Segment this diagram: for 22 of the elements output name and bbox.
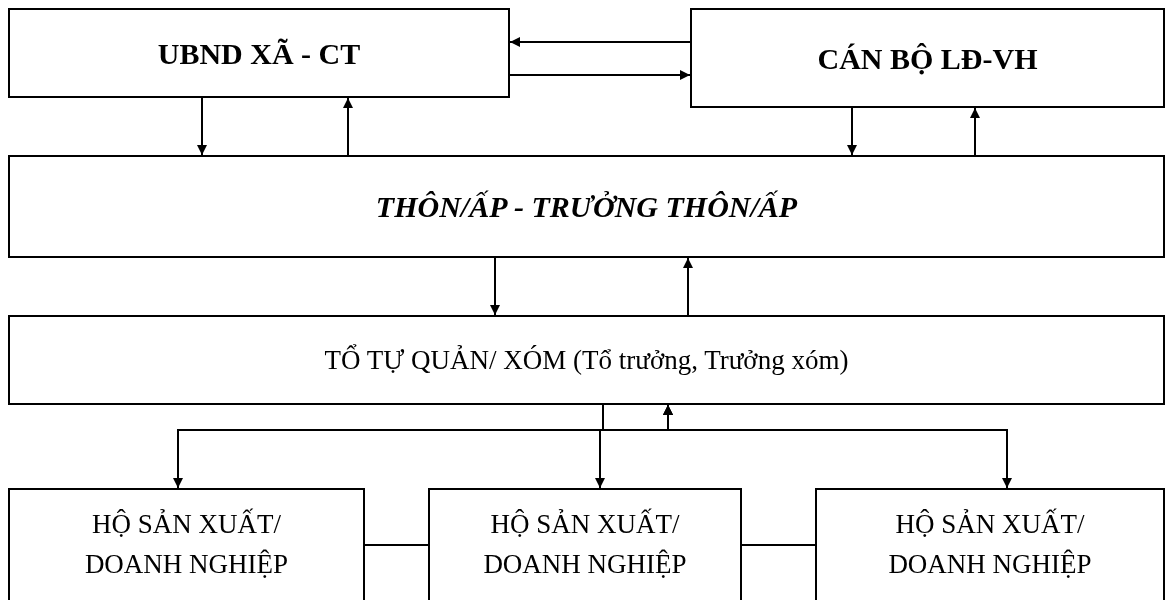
box-label: CÁN BỘ LĐ-VH — [817, 40, 1038, 77]
org-box — [690, 8, 1165, 108]
box-label: HỘ SẢN XUẤT/ DOANH NGHIỆP — [83, 507, 290, 581]
box-label: HỘ SẢN XUẤT/ DOANH NGHIỆP — [482, 507, 688, 581]
box-label: TỔ TỰ QUẢN/ XÓM (Tổ trưởng, Trưởng xóm) — [324, 343, 849, 377]
org-box — [8, 488, 365, 600]
arrow — [343, 97, 353, 156]
arrow — [847, 107, 857, 156]
arrow — [197, 97, 207, 156]
org-box — [8, 155, 1165, 258]
org-box — [8, 8, 510, 98]
box-label: HỘ SẢN XUẤT/ DOANH NGHIỆP — [887, 507, 1093, 581]
arrow — [683, 257, 693, 316]
arrow — [490, 257, 500, 316]
org-box — [8, 315, 1165, 405]
arrow — [970, 107, 980, 156]
arrow — [509, 37, 691, 47]
box-label: THÔN/ẤP - TRƯỞNG THÔN/ẤP — [375, 189, 798, 225]
box-label: UBND XÃ - CT — [157, 35, 361, 72]
arrow — [509, 70, 691, 80]
org-box — [428, 488, 742, 600]
org-box — [815, 488, 1165, 600]
